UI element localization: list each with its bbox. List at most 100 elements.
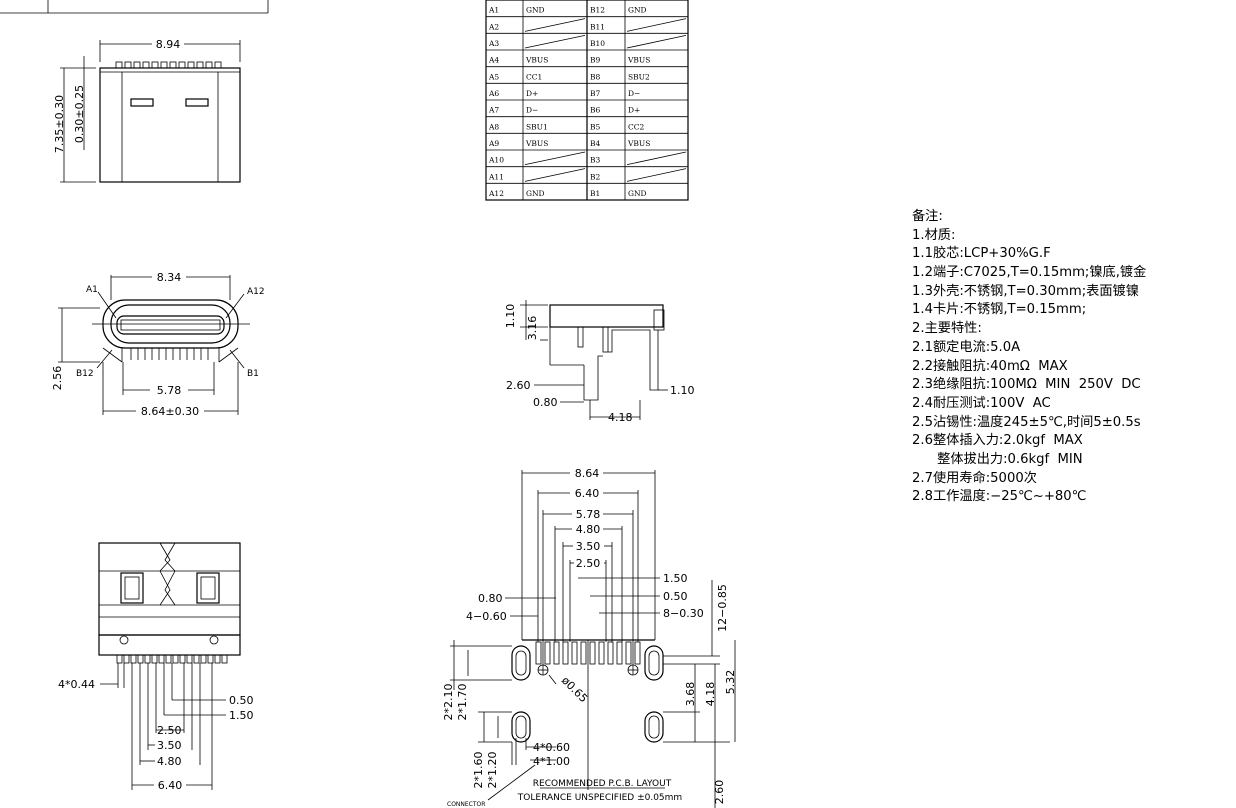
dim-bottom-d1: 0.50 [229, 694, 254, 707]
dim-pcb-v2: 4.18 [704, 682, 717, 707]
pin-table-empty-slash [524, 151, 586, 166]
dim-pcb-w2: 6.40 [575, 487, 600, 500]
pin-number: A3 [488, 39, 499, 48]
dim-bottom-pin-width: 4*0.44 [58, 678, 95, 691]
pin-signal: VBUS [627, 139, 650, 148]
dim-pcb-l1: 0.80 [478, 592, 503, 605]
pin-number: B10 [590, 39, 605, 48]
top-pins [115, 61, 222, 69]
dim-side-d2: 0.80 [533, 396, 558, 409]
dim-pcb-r2: 0.50 [663, 590, 688, 603]
note-line: 2.5沾锡性:温度245±5℃,时间5±0.5s [912, 414, 1141, 430]
dim-pcb-s5: 4*0.60 [533, 741, 570, 754]
pin-table-empty-slash [524, 34, 586, 49]
note-line: 备注: [912, 209, 943, 224]
pin-signal: SBU1 [526, 122, 548, 131]
pin-number: A1 [488, 6, 499, 15]
front-view: 8.34 A1 A12 B12 B1 5.78 8.64±0.30 2.56 [51, 271, 265, 418]
pcb-tolerance-note: TOLERANCE UNSPECIFIED ±0.05mm [517, 793, 682, 803]
note-line: 1.1胶芯:LCP+30%G.F [912, 246, 1051, 262]
pin-signal: SBU2 [628, 72, 650, 81]
pin-table-empty-slash [524, 18, 586, 32]
dim-front-inner-width: 8.34 [157, 271, 182, 284]
dim-pcb-s6: 4*1.00 [533, 755, 570, 768]
dim-bottom-d6: 6.40 [158, 779, 183, 792]
dim-side-d4: 1.10 [670, 384, 695, 397]
dim-front-pin-span: 5.78 [157, 384, 182, 397]
pin-number: B7 [590, 89, 601, 98]
pin-number: B3 [590, 156, 601, 165]
dim-pcb-v3: 5.32 [724, 670, 737, 695]
note-line: 2.8工作温度:−25℃~+80℃ [912, 489, 1087, 505]
pcb-layout-title: RECOMMENDED P.C.B. LAYOUT [533, 779, 672, 789]
note-line: 2.6整体插入力:2.0kgf MAX [912, 433, 1083, 449]
label-a1: A1 [86, 285, 98, 295]
note-line: 整体拔出力:0.6kgf MIN [912, 451, 1083, 467]
pin-table-empty-slash [626, 168, 687, 182]
pin-signal: GND [628, 189, 647, 198]
pin-number: B6 [590, 106, 601, 115]
label-b12: B12 [76, 369, 94, 379]
pin-table-empty-slash [626, 18, 687, 32]
dim-pcb-w5: 3.50 [576, 540, 601, 553]
dim-bottom-d3: 2.50 [157, 724, 182, 737]
dim-front-height: 2.56 [51, 366, 64, 391]
label-a12: A12 [247, 287, 265, 297]
pcb-layout: 8.64 6.40 5.78 4.80 3.50 2.50 1.50 0.50 … [442, 467, 737, 808]
dim-pcb-w4: 4.80 [576, 523, 601, 536]
pin-table-empty-slash [626, 34, 687, 49]
pin-table-empty-slash [524, 168, 586, 182]
pin-number: B5 [590, 122, 601, 131]
pin-number: A6 [488, 89, 499, 98]
dim-pcb-w1: 8.64 [575, 467, 600, 480]
pin-signal: D+ [526, 89, 538, 98]
pin-signal: VBUS [525, 56, 548, 65]
dim-side-d1: 2.60 [506, 379, 531, 392]
pin-number: B12 [590, 6, 605, 15]
pin-number: A9 [488, 139, 499, 148]
dim-bottom-d2: 1.50 [229, 709, 254, 722]
pin-number: A5 [488, 72, 499, 81]
pin-number: B9 [590, 56, 601, 65]
front-pins [130, 348, 209, 360]
dim-side-h2: 3.16 [526, 316, 539, 341]
dim-side-h1: 1.10 [504, 304, 517, 329]
pin-number: B2 [590, 172, 601, 181]
dim-pcb-w6: 2.50 [576, 557, 601, 570]
top-view: 8.94 7.35±0.30 0.30±0.25 [53, 38, 241, 183]
pin-signal: D− [628, 89, 640, 98]
dim-top-offset: 0.30±0.25 [73, 85, 86, 143]
note-line: 1.材质: [912, 227, 956, 243]
dim-pcb-v4: 2.60 [713, 780, 726, 805]
pin-signal: GND [628, 6, 647, 15]
dim-top-width: 8.94 [156, 38, 181, 51]
dim-pcb-s4: 2*1.20 [486, 752, 499, 789]
note-line: 2.3绝缘阻抗:100MΩ MIN 250V DC [912, 377, 1141, 393]
pin-number: B8 [590, 72, 601, 81]
pcb-pads [535, 641, 641, 665]
pin-signal: CC2 [628, 122, 644, 131]
title-block-fragment [0, 0, 269, 14]
dim-pcb-r3: 8−0.30 [663, 607, 704, 620]
note-line: 1.3外壳:不锈钢,T=0.30mm;表面镀镍 [912, 283, 1139, 299]
pin-number: A2 [488, 22, 499, 31]
dim-pcb-s1: 2*2.10 [442, 684, 455, 721]
pin-signal: D− [526, 106, 538, 115]
dim-pcb-hole: ø0.65 [559, 674, 590, 705]
bottom-pins [116, 654, 228, 664]
pin-signal: VBUS [525, 139, 548, 148]
dim-pcb-r1: 1.50 [663, 572, 688, 585]
dim-pcb-s3: 2*1.60 [472, 752, 485, 789]
pin-number: A7 [488, 106, 499, 115]
dim-top-height: 7.35±0.30 [53, 95, 66, 153]
label-b1: B1 [247, 369, 259, 379]
pin-signal: CC1 [526, 72, 542, 81]
bottom-view: 4*0.44 6.40 4.80 3.50 2.50 0.50 1.50 [58, 542, 254, 792]
pin-signal: GND [526, 189, 545, 198]
dim-bottom-d5: 4.80 [157, 755, 182, 768]
pin-number: B1 [590, 189, 600, 198]
pin-signal: VBUS [627, 56, 650, 65]
note-line: 2.2接触阻抗:40mΩ MAX [912, 358, 1068, 374]
note-line: 2.1额定电流:5.0A [912, 339, 1021, 355]
